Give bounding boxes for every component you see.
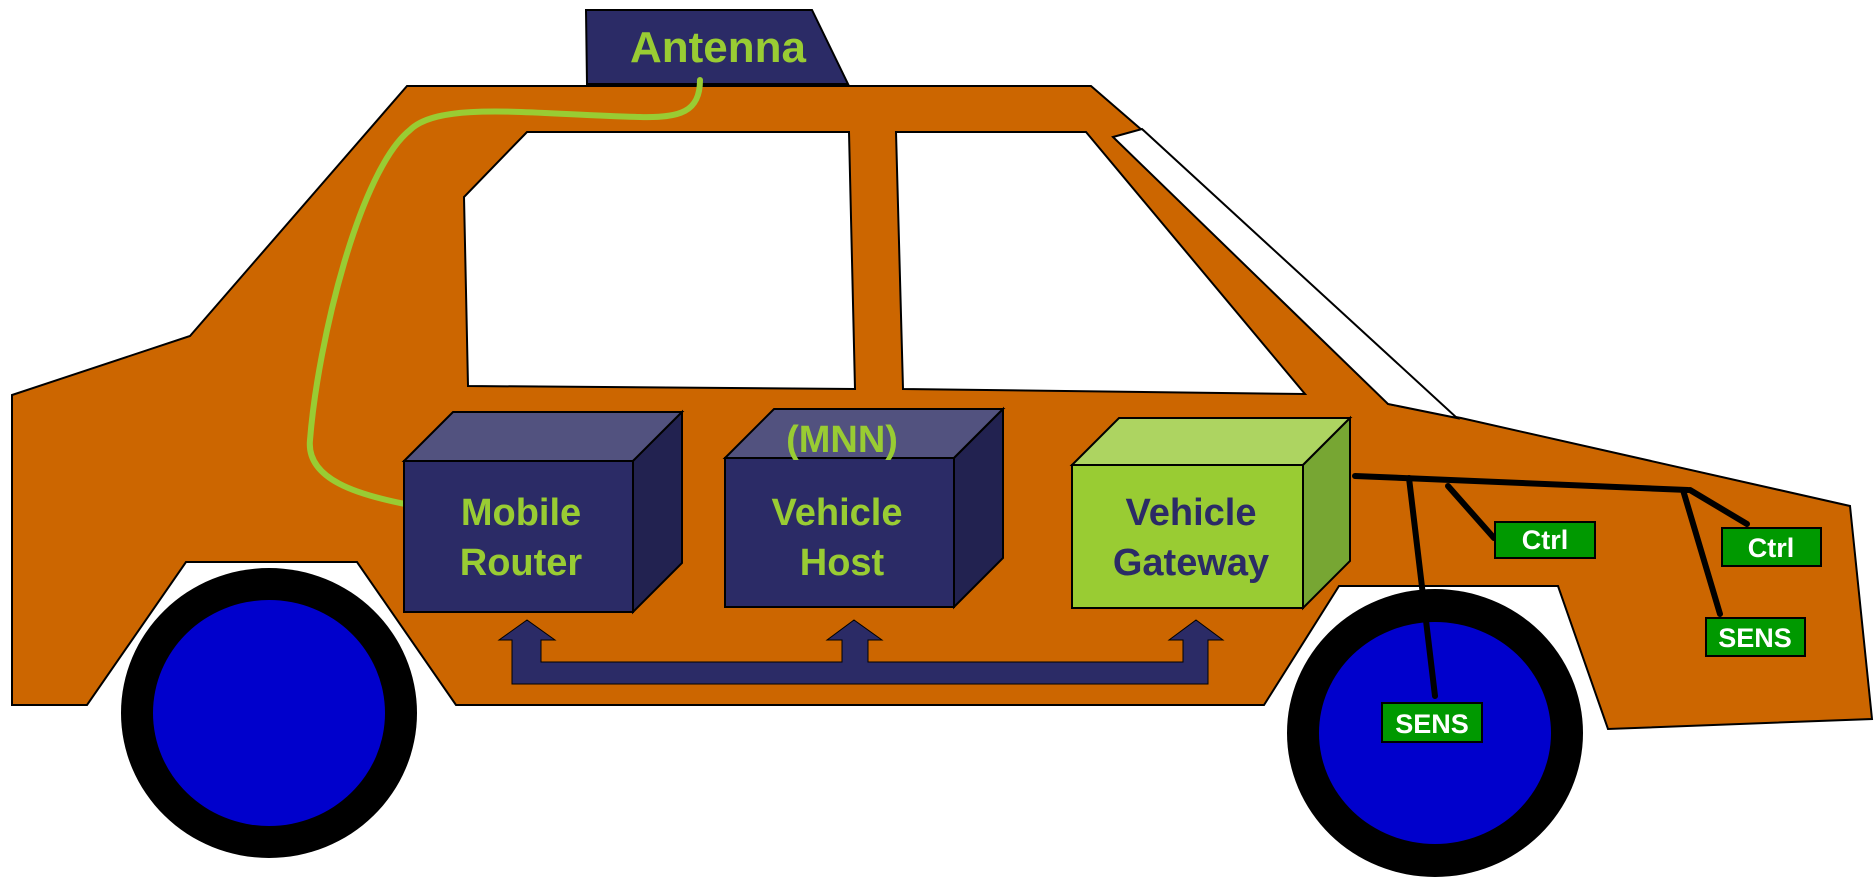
antenna-label: Antenna (630, 23, 807, 72)
vehicle-gateway-top (1069, 417, 1353, 466)
mobile-router-front (403, 460, 634, 613)
rear-wheel (121, 568, 417, 858)
vehicle-host-line1: Vehicle (772, 492, 903, 534)
vehicle-gateway-line2: Gateway (1113, 542, 1269, 584)
sens-tag-1: SENS (1381, 702, 1483, 743)
sens-tag-2-label: SENS (1718, 623, 1792, 653)
vehicle-host-line2: Host (800, 542, 885, 584)
sens-tag-1-label: SENS (1395, 709, 1469, 739)
vehicle-gateway-box: Vehicle Gateway (1069, 415, 1353, 611)
ctrl2-drop-line (1687, 487, 1750, 527)
vehicle-host-front (724, 457, 955, 608)
ctrl-tag-1-label: Ctrl (1522, 525, 1569, 555)
vehicle-host-box: (MNN) Vehicle Host (722, 406, 1006, 610)
ctrl-tag-2: Ctrl (1721, 527, 1822, 567)
sens1-drop-line (1406, 475, 1438, 699)
vehicle-host-mnn-tag: (MNN) (786, 419, 898, 461)
mobile-router-line2: Router (460, 542, 583, 584)
mobile-router-box: Mobile Router (401, 409, 685, 615)
ctrl1-drop-line (1445, 483, 1497, 541)
rear-window (462, 131, 857, 391)
vehicle-bus-lines (1352, 473, 1750, 699)
front-window (894, 131, 1308, 396)
antenna-cable (306, 77, 703, 507)
vehicle-gateway-line1: Vehicle (1126, 492, 1257, 534)
sens2-drop-line (1680, 487, 1723, 617)
windshield (1111, 127, 1461, 420)
sens-tag-2: SENS (1705, 617, 1806, 657)
antenna: Antenna (584, 9, 850, 85)
ctrl-tag-1: Ctrl (1494, 521, 1596, 559)
vehicle-gateway-front (1071, 464, 1304, 609)
antenna-housing (584, 9, 850, 85)
ctrl-tag-2-label: Ctrl (1748, 533, 1795, 563)
mobile-router-line1: Mobile (461, 492, 581, 534)
bus-arrows (497, 619, 1225, 685)
